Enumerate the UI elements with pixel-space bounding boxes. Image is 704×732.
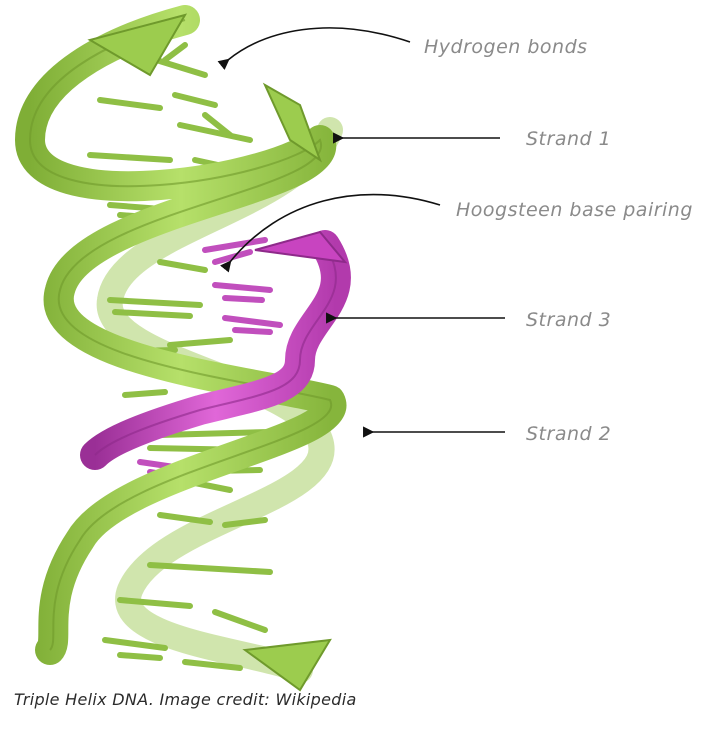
label-strand-2: Strand 2 [526,423,612,445]
arrow-hydrogen-bonds [217,27,411,70]
label-hydrogen-bonds: Hydrogen bonds [424,36,588,58]
base-pairs-green [87,42,273,671]
image-caption: Triple Helix DNA. Image credit: Wikipedi… [14,690,357,709]
arrow-hoogsteen [220,193,441,273]
label-strand-3: Strand 3 [526,309,612,331]
strand-1-ribbon [15,5,346,692]
label-hoogsteen-base-pairing: Hoogsteen base pairing [456,199,693,221]
annotation-arrows [217,27,505,438]
strand-3-ribbon [80,230,351,470]
label-strand-1: Strand 1 [526,128,612,150]
